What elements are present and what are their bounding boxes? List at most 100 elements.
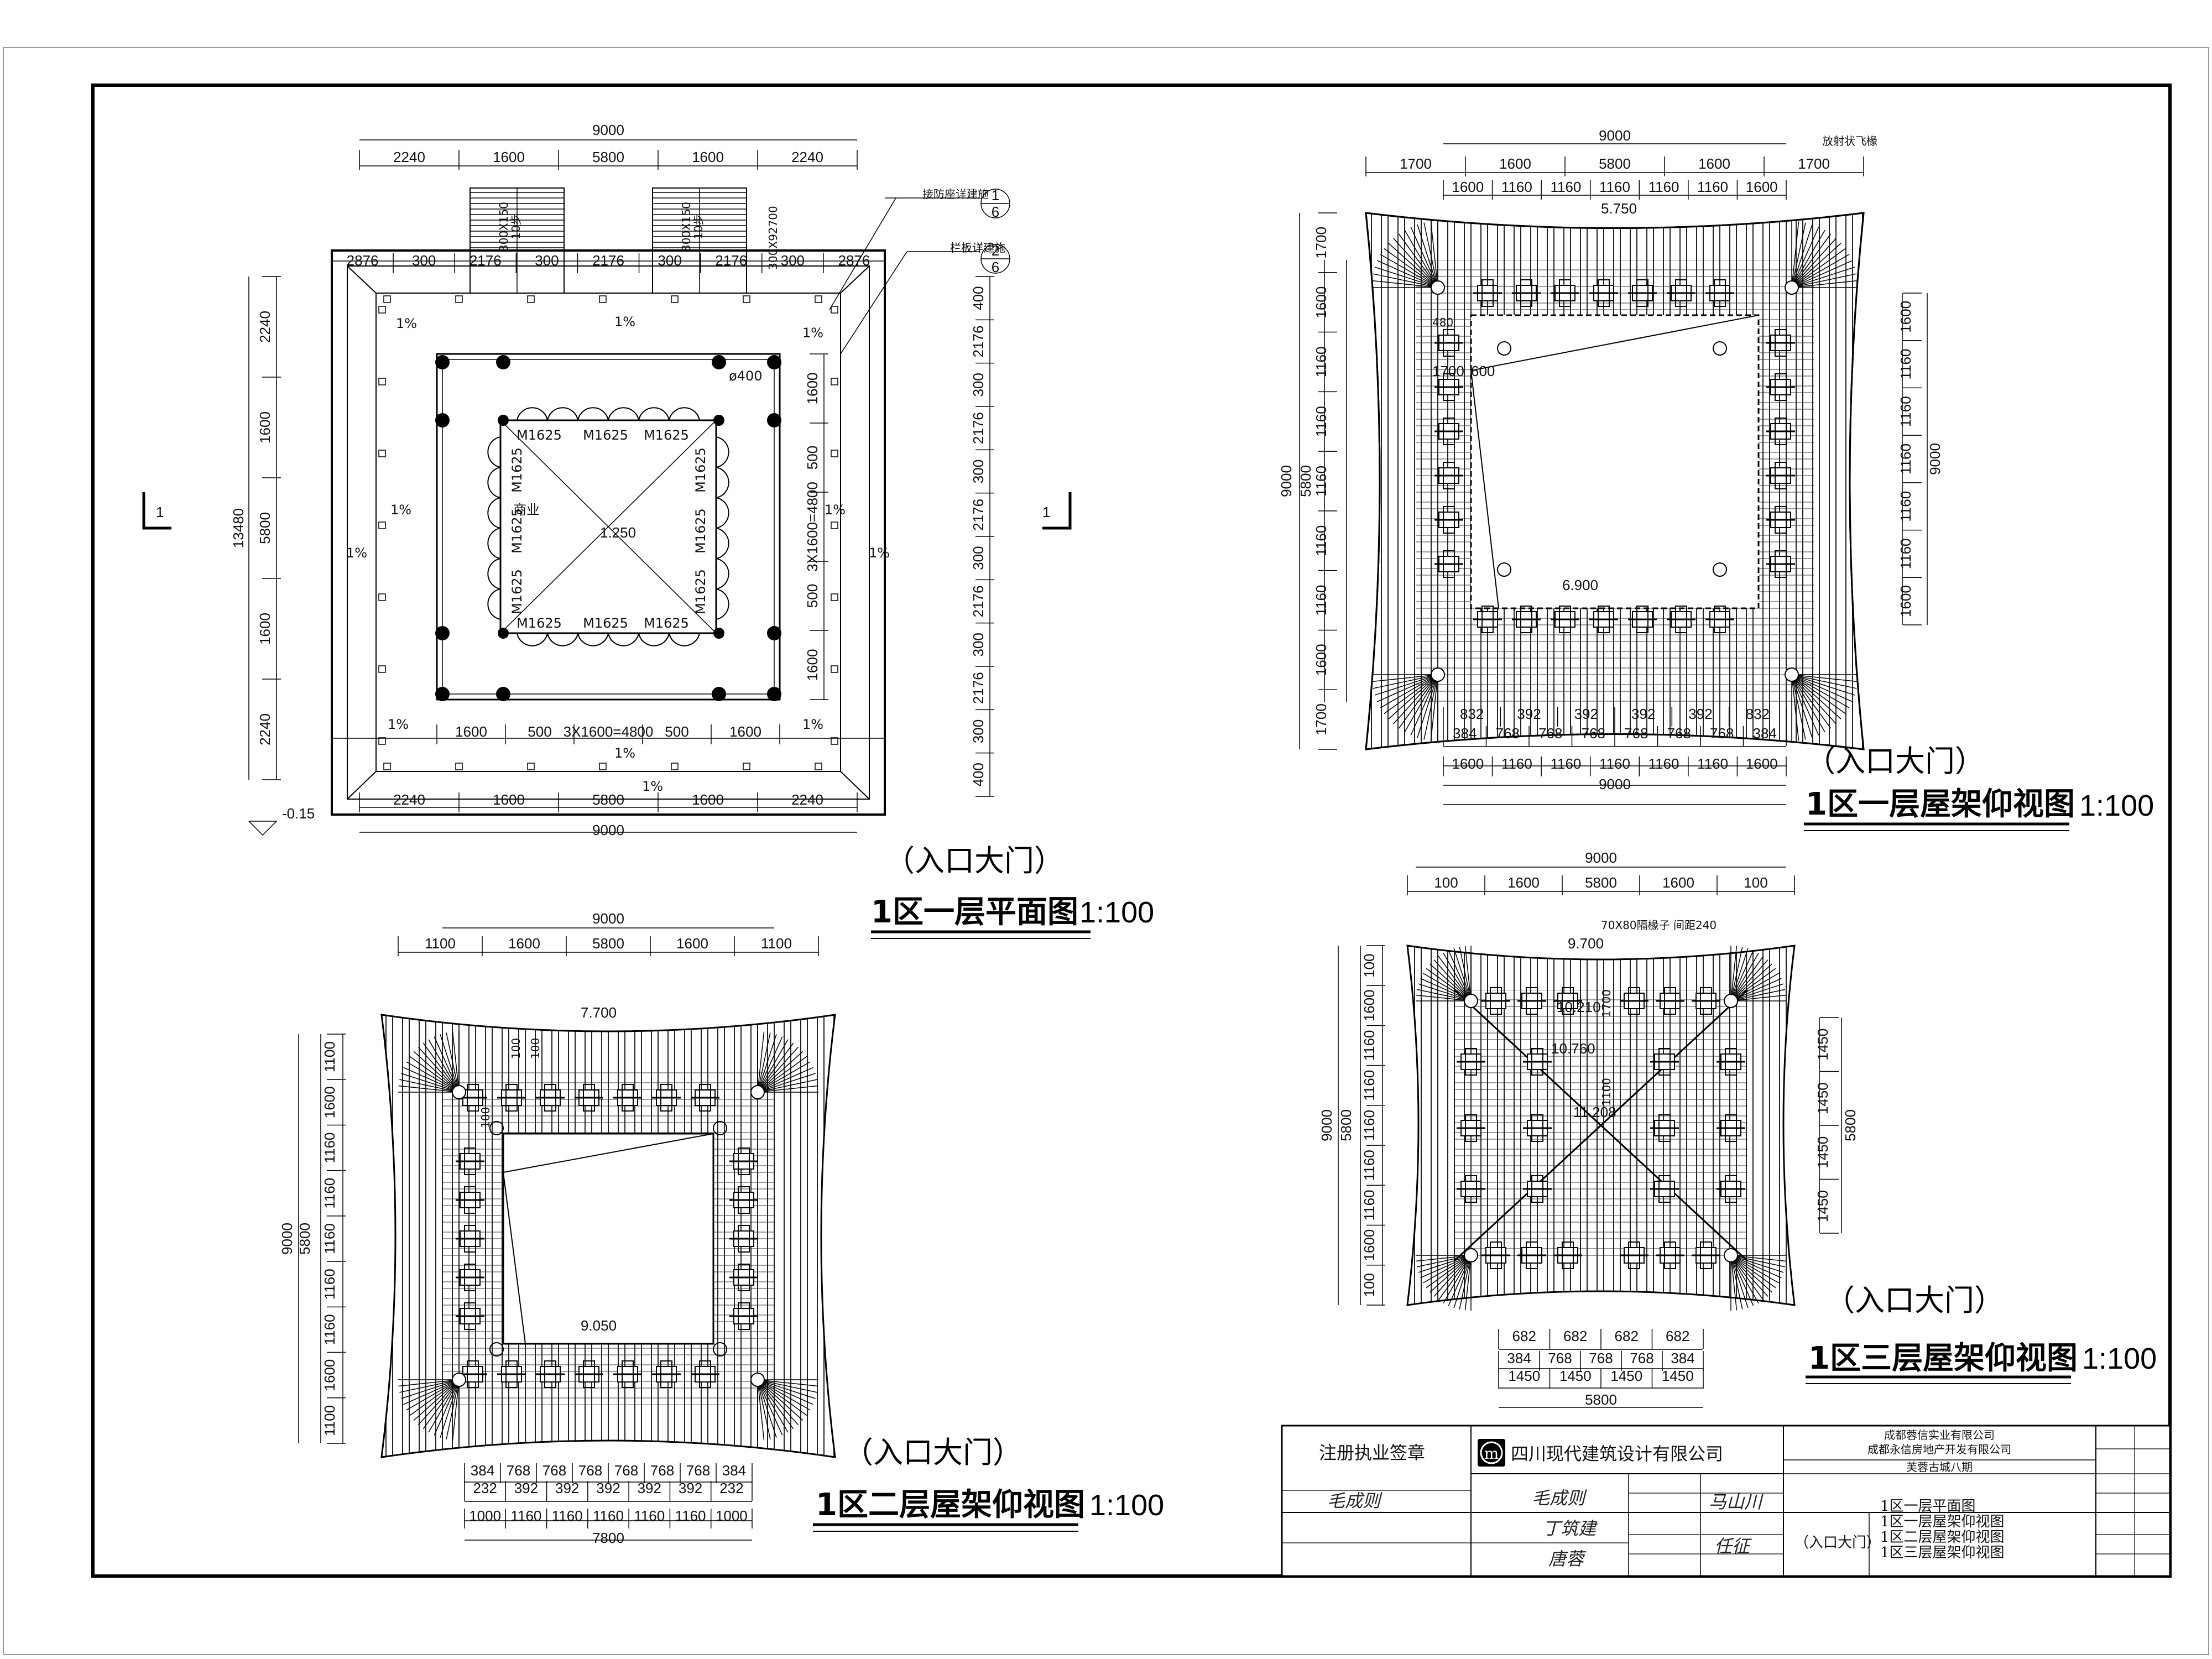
dim-p2-bot1-4: 392: [1688, 706, 1712, 722]
dim-p2-left-0: 1700: [1313, 227, 1329, 259]
plan4-scale: 1:100: [2082, 1342, 2157, 1375]
signature-5: 马山川: [1709, 1491, 1764, 1512]
elev-p3-1: 7.700: [581, 1004, 617, 1021]
dim-p3-left-1: 1600: [321, 1086, 338, 1118]
dim-p3-left-6: 1160: [321, 1314, 338, 1345]
column: [712, 355, 726, 369]
bracket-block: [1766, 418, 1795, 445]
elev-p2-1: 5.750: [1601, 200, 1637, 217]
dim-p2-bot1-1: 392: [1517, 706, 1541, 722]
tb-drawing-4: 1区三层屋架仰视图: [1880, 1545, 2005, 1561]
bracket-block: [1512, 606, 1541, 633]
dim-p1-top3-2: 2176: [469, 252, 502, 269]
bracket-block: [1473, 606, 1502, 633]
dim-p1-rout-0: 400: [970, 286, 987, 310]
column: [498, 628, 509, 639]
dim-p1-bot1-0: 1600: [455, 723, 487, 740]
bracket-block: [1434, 550, 1463, 578]
bracket-block: [1434, 418, 1463, 445]
dim-p2-bot2-4: 768: [1624, 725, 1648, 742]
dim-p1-rout-7: 2176: [970, 586, 987, 618]
dim-p2-bot2-5: 768: [1667, 725, 1691, 742]
dim-p1-rin-4: 1600: [804, 649, 821, 681]
door-label-v-4: M1625: [693, 508, 708, 554]
dim-p3-bot3-6: 1000: [716, 1507, 748, 1524]
bracket-block: [1551, 606, 1579, 633]
bracket-block: [729, 1302, 758, 1330]
p3-extra-1: 100: [509, 1038, 523, 1059]
dim-p3-left-2: 1160: [321, 1133, 338, 1164]
dim-p4-right-2: 1450: [1814, 1136, 1831, 1168]
dim-p3-bot2-6: 232: [719, 1480, 743, 1496]
dim-p2-bot3-0: 1600: [1452, 755, 1484, 772]
dim-p3-left-4: 1160: [321, 1223, 338, 1254]
dim-p3-bot2-3: 392: [596, 1480, 620, 1496]
p2-extra-2: 1700: [1432, 363, 1464, 379]
dim-p4-total-top: 9000: [1585, 849, 1617, 866]
bracket-block: [613, 1360, 642, 1388]
bracket-block: [456, 1186, 484, 1214]
dim-p4-left-7: 1600: [1361, 1229, 1378, 1261]
dim-p1-top3-5: 300: [658, 252, 681, 269]
plan3-title: 1区二层屋架仰视图: [816, 1487, 1085, 1523]
bracket-block: [456, 1225, 484, 1253]
dim-p3-bot1-0: 384: [471, 1462, 494, 1479]
bracket-block: [1523, 1175, 1552, 1203]
dim-p3-top2-4: 1100: [761, 935, 792, 952]
dim-p1-rout-3: 2176: [970, 412, 987, 444]
ref-circle-2-top: 2: [992, 242, 999, 259]
door-label-v-5: M1625: [693, 569, 708, 614]
dim-p1-bot2-0: 2240: [393, 791, 425, 808]
dim-p3-bot2-2: 392: [555, 1480, 579, 1496]
dim-p4-left-3: 1160: [1361, 1070, 1378, 1101]
slope-label-3: 1%: [390, 502, 411, 518]
dim-p1-left-total: 13480: [230, 508, 247, 548]
dim-p4-right-0: 1450: [1814, 1029, 1831, 1061]
dim-p1-top2-3: 1600: [692, 149, 724, 165]
dim-p2-left-1: 1600: [1313, 286, 1329, 319]
plan1-title: 1区一层平面图: [871, 894, 1078, 930]
p3-extra-2: 100: [529, 1038, 542, 1059]
elev-p4-1: 9.700: [1568, 935, 1604, 952]
bracket-block: [1523, 1048, 1552, 1076]
bracket-block: [1766, 462, 1795, 489]
door-label-v-1: M1625: [509, 508, 525, 554]
bracket-block: [1650, 1048, 1679, 1076]
dim-p4-left-mid: 5800: [1338, 1109, 1354, 1141]
note-p1-1: 接防座详建施: [922, 187, 989, 201]
bracket-block: [497, 1360, 526, 1388]
dim-p3-bot3-4: 1160: [634, 1507, 665, 1524]
column: [435, 413, 450, 427]
note-p1-2: 栏板详建施: [950, 241, 1005, 254]
column: [496, 687, 510, 701]
stair-right-size: 300X150: [680, 202, 693, 252]
dim-p1-rin-0: 1600: [804, 373, 821, 405]
bracket-block: [1692, 987, 1720, 1015]
dim-p2-left-4: 1160: [1313, 466, 1329, 497]
dim-p2-total-top: 9000: [1599, 127, 1631, 144]
slope-label-0: 1%: [396, 316, 417, 331]
dim-p4-bot1-1: 682: [1563, 1328, 1587, 1344]
bracket-block: [1656, 987, 1684, 1015]
dim-p2-top3-5: 1160: [1697, 179, 1728, 195]
dim-p1-top3-7: 300: [781, 252, 805, 269]
plan2-scale: 1:100: [2079, 789, 2154, 822]
bracket-block: [1628, 606, 1657, 633]
dim-p2-right-2: 1160: [1897, 396, 1914, 427]
bracket-block: [729, 1264, 758, 1291]
bracket-block: [1553, 987, 1582, 1015]
dim-p1-top2-4: 2240: [791, 149, 823, 165]
bracket-block: [1473, 279, 1502, 307]
dim-p2-total-bottom: 9000: [1599, 776, 1631, 792]
bracket-block: [456, 1147, 484, 1175]
door-label-5: M1625: [644, 615, 689, 631]
project-name: 芙蓉古城八期: [1906, 1460, 1973, 1474]
tb-drawing-1: 1区一层平面图: [1880, 1498, 1976, 1515]
bracket-block: [456, 1264, 484, 1291]
bracket-block: [456, 1302, 484, 1330]
bracket-block: [1620, 987, 1648, 1015]
